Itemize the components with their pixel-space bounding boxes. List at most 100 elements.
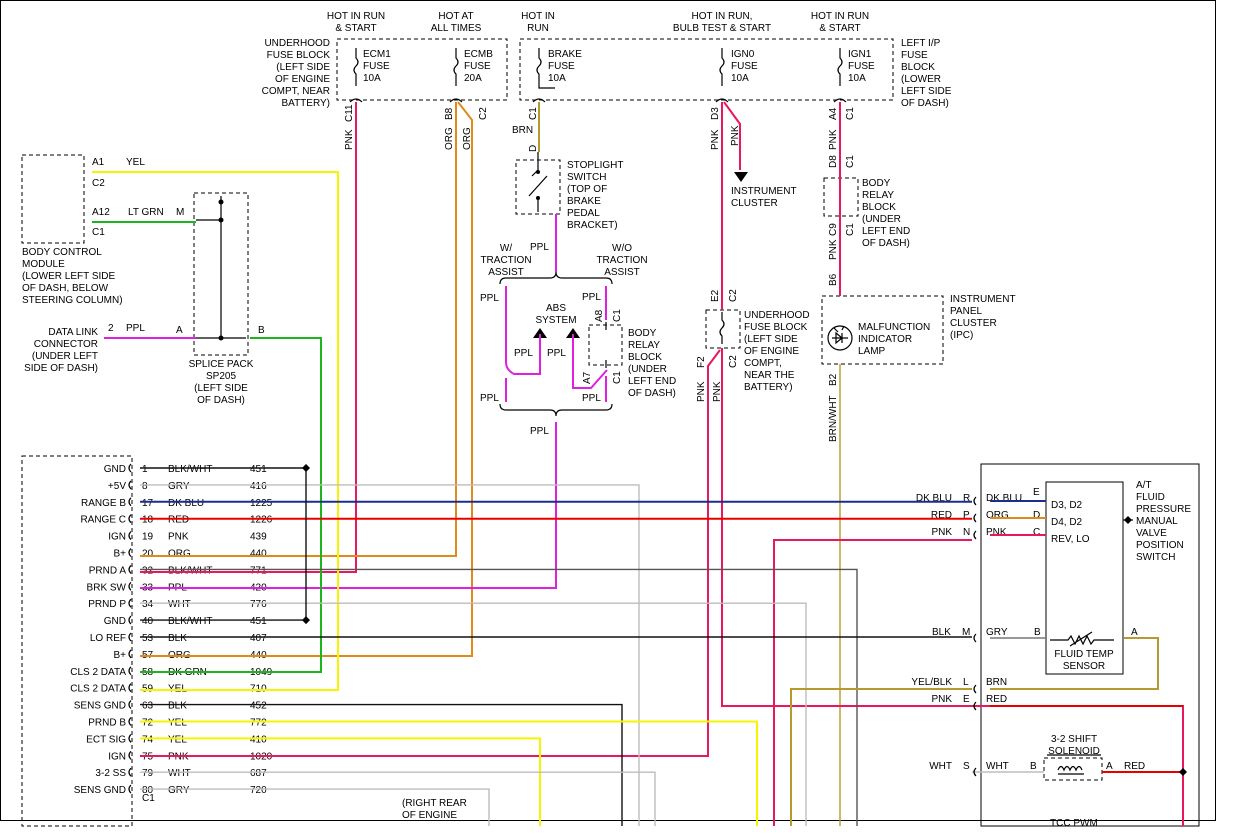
- label-line: ASSIST: [488, 267, 524, 278]
- pcm-pin-tick: [128, 733, 132, 743]
- label-line: OF ENGINE: [275, 74, 330, 85]
- label-pnk-f2a: PNK: [696, 381, 707, 402]
- wire-sens-gnd-blk: [140, 703, 623, 826]
- right-wire-inner: PNK: [986, 527, 1007, 538]
- label-line: W/: [500, 243, 512, 254]
- label-pnk-c11: PNK: [344, 129, 355, 150]
- trans-box: [980, 463, 1200, 827]
- wire-inner-brn: [990, 637, 1159, 690]
- pcm-row-pin: 72: [142, 718, 154, 729]
- trans-pin-tick: [973, 513, 977, 523]
- pcm-row-color: YEL: [168, 718, 187, 729]
- splice-pack-box: [193, 192, 249, 356]
- label-line: RELAY: [628, 340, 660, 351]
- pcm-row-pin: 74: [142, 734, 154, 745]
- label-line: FUSE: [848, 61, 875, 72]
- wire-prnd-a: [140, 568, 858, 826]
- wire-underhood2-pnk: [721, 348, 1184, 826]
- label-line: UNDERHOOD: [264, 38, 330, 49]
- fps-state: REV, LO: [1051, 534, 1090, 545]
- label-pnk-a4: PNK: [828, 129, 839, 150]
- splice-bus-icon: [196, 196, 246, 339]
- splice-node-mid: [218, 217, 224, 223]
- label-line: MANUAL: [1136, 516, 1178, 527]
- label-line: A/T: [1136, 480, 1152, 491]
- label-line: PANEL: [950, 306, 982, 317]
- pcm-row-color: ORG: [168, 549, 191, 560]
- label-line: (UNDER: [862, 214, 901, 225]
- mil-lamp-icon: [827, 325, 853, 351]
- label-a4: A4: [828, 107, 839, 120]
- trans-pin-tick: [973, 701, 977, 711]
- label-line: (LOWER LEFT SIDE: [22, 271, 115, 282]
- pcm-row-pin: 8: [142, 481, 148, 492]
- pcm-row-circuit: 687: [250, 768, 267, 779]
- pcm-row-circuit: 1226: [250, 515, 273, 526]
- header-hot-run-bulb: HOT IN RUN,BULB TEST & START: [673, 11, 771, 34]
- pcm-row-name: GND: [104, 464, 126, 475]
- label-line: HOT IN RUN: [327, 11, 385, 22]
- ecm1-fuse-icon: [353, 48, 359, 86]
- traction-ppl-mid1: PPL: [514, 348, 533, 359]
- pcm-row-color: BLK: [168, 633, 187, 644]
- pcm-pin-tick: [128, 497, 132, 507]
- pcm-row-color: BLK: [168, 701, 187, 712]
- label-line: BATTERY): [281, 98, 330, 109]
- wire-prnd-b-yel: [140, 720, 758, 826]
- bcm-pin-a1: A1: [92, 157, 105, 168]
- label-line: OF DASH): [628, 388, 676, 399]
- wire-ecmb-org: [140, 102, 457, 557]
- fps-state: D3, D2: [1051, 500, 1083, 511]
- pcm-pin-tick: [128, 750, 132, 760]
- trans-pin-tick: [973, 684, 977, 694]
- splice-pin-a: A: [176, 325, 183, 336]
- pcm-row-name: PRND A: [89, 565, 127, 576]
- temp-pin-m: M: [962, 627, 970, 638]
- label-line: BODY: [628, 328, 657, 339]
- pcm-row-pin: 80: [142, 785, 154, 796]
- pcm-row-name: LO REF: [90, 633, 126, 644]
- pcm-pin-tick: [128, 480, 132, 490]
- relay-mid-a7: A7: [582, 371, 593, 384]
- label-d: D: [528, 145, 539, 152]
- label-c1-a4: C1: [845, 107, 856, 120]
- pcm-pin-tick: [128, 700, 132, 710]
- pcm-row-color: BLK/WHT: [168, 464, 212, 475]
- trans-pin-tick: [973, 530, 977, 540]
- pcm-row-color: WHT: [168, 768, 191, 779]
- pcm-row-name: RANGE C: [80, 515, 126, 526]
- tcc-label: TCC PWM: [1050, 818, 1098, 829]
- label-line: UNDERHOOD: [744, 310, 810, 321]
- wire-pnk-n: [773, 539, 972, 826]
- pcm-row-circuit: 407: [250, 633, 267, 644]
- temp-inner-gry: GRY: [986, 627, 1008, 638]
- label-line: (UNDER: [628, 364, 667, 375]
- pcm-row-pin: 18: [142, 515, 154, 526]
- traction-ppl-mid2: PPL: [547, 348, 566, 359]
- pcm-row-circuit: 451: [250, 616, 267, 627]
- splice-node-top: [218, 199, 224, 205]
- wire-relay-ppl: [572, 334, 608, 389]
- label-c2-f2: C2: [728, 355, 739, 368]
- stoplight-switch-icon: [528, 152, 548, 212]
- label-line: FUSE: [901, 50, 928, 61]
- dlc-pin-2: 2: [108, 323, 114, 334]
- sol-b: B: [1030, 761, 1037, 772]
- solenoid-box: [1043, 757, 1103, 781]
- label-line: MODULE: [22, 259, 65, 270]
- fluid-pressure-switch-box: [1045, 481, 1124, 675]
- label-d3: D3: [710, 107, 721, 120]
- label-line: BLOCK: [628, 352, 662, 363]
- pcm-c1: C1: [142, 793, 155, 804]
- pcm-row-circuit: 439: [250, 532, 267, 543]
